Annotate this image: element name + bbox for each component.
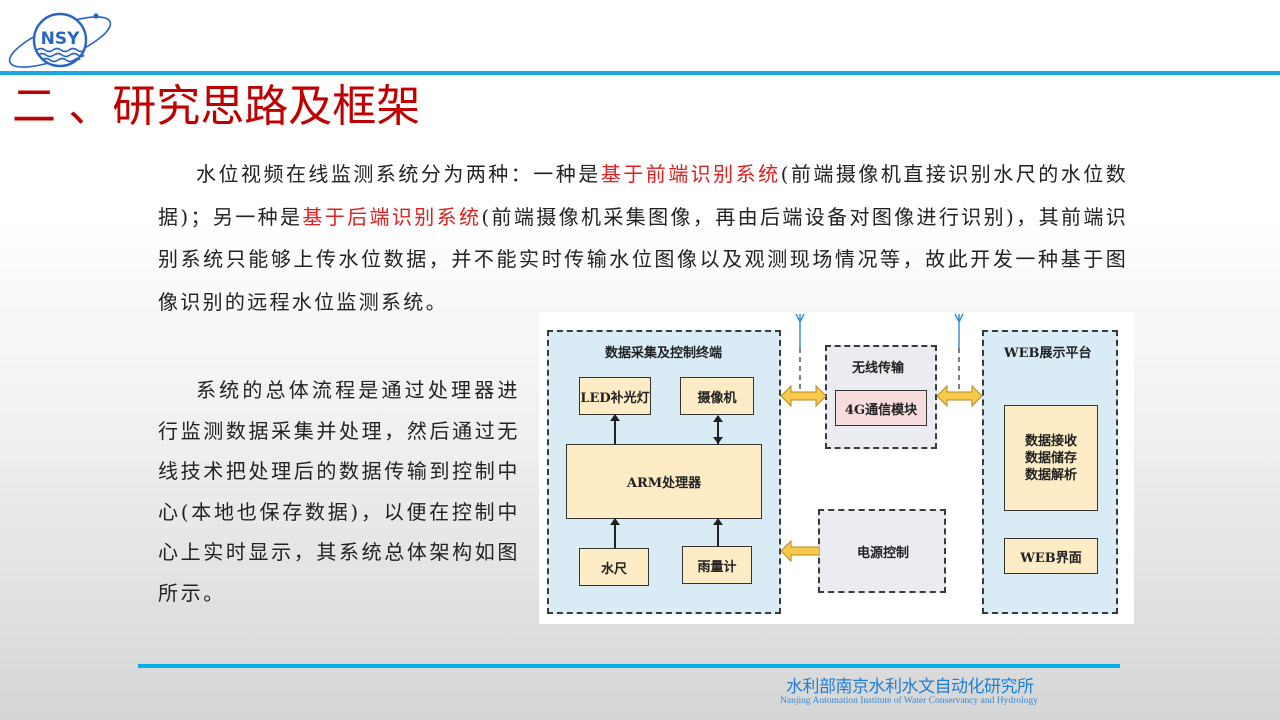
slide-title: 二 、研究思路及框架 (12, 82, 421, 131)
data-processing-box: 数据接收 数据储存 数据解析 (1004, 405, 1098, 511)
power-title: 电源控制 (857, 546, 910, 561)
intro-text-1: 水位视频在线监测系统分为两种：一种是 (196, 162, 601, 186)
organization-name-en: Nanjing Automation Institute of Water Co… (780, 696, 1038, 706)
gauge-connector (614, 520, 616, 550)
arrow-down-icon (713, 437, 723, 444)
architecture-diagram: 数据采集及控制终端 LED补光灯 摄像机 ARM处理器 水尺 雨量计 无线传输 … (539, 312, 1134, 624)
arrow-up-icon (610, 518, 620, 525)
intro-text-2: (前端摄像机直接识别水尺的水位数据)；另一种是 (158, 162, 1128, 229)
flow-paragraph: 系统的总体流程是通过处理器进行监测数据采集并处理，然后通过无线技术把处理后的数据… (158, 378, 520, 605)
camera-box: 摄像机 (680, 377, 754, 415)
rain-gauge-box: 雨量计 (682, 546, 752, 584)
rain-connector (717, 520, 719, 548)
header-divider (0, 71, 1280, 75)
terminal-title: 数据采集及控制终端 (605, 346, 723, 361)
arrow-up-icon (610, 414, 620, 421)
bidirectional-arrow-icon (780, 384, 827, 408)
organization-name-cn: 水利部南京水利水文自动化研究所 (786, 677, 1034, 697)
arrow-left-icon (780, 539, 820, 563)
web-interface-box: WEB界面 (1004, 538, 1098, 574)
antenna-icon (795, 313, 805, 392)
water-gauge-box: 水尺 (579, 548, 649, 586)
arm-processor-box: ARM处理器 (566, 444, 762, 519)
bidirectional-arrow-icon (936, 384, 983, 408)
camera-connector (717, 416, 719, 444)
arrow-up-icon (713, 518, 723, 525)
4g-module-box: 4G通信模块 (835, 390, 927, 426)
data-parse-label: 数据解析 (1024, 467, 1077, 483)
data-store-label: 数据储存 (1024, 450, 1077, 466)
intro-text-3: (前端摄像机采集图像，再由后端设备对图像进行识别)，其前端识别系统只能够上传水位… (158, 204, 1129, 314)
svg-text:NSY: NSY (41, 29, 80, 49)
antenna-icon (954, 313, 964, 392)
led-connector (614, 416, 616, 444)
led-light-box: LED补光灯 (579, 377, 651, 415)
back-end-system-highlight: 基于后端识别系统 (302, 204, 482, 229)
front-end-system-highlight: 基于前端识别系统 (600, 162, 781, 186)
wireless-title: 无线传输 (852, 361, 905, 376)
nsy-logo: NSY (8, 12, 112, 68)
web-platform-title: WEB展示平台 (1004, 346, 1092, 361)
footer-divider (138, 664, 1120, 668)
data-receive-label: 数据接收 (1024, 433, 1077, 449)
intro-paragraph: 水位视频在线监测系统分为两种：一种是基于前端识别系统(前端摄像机直接识别水尺的水… (158, 153, 1128, 323)
arrow-up-icon (713, 415, 723, 422)
